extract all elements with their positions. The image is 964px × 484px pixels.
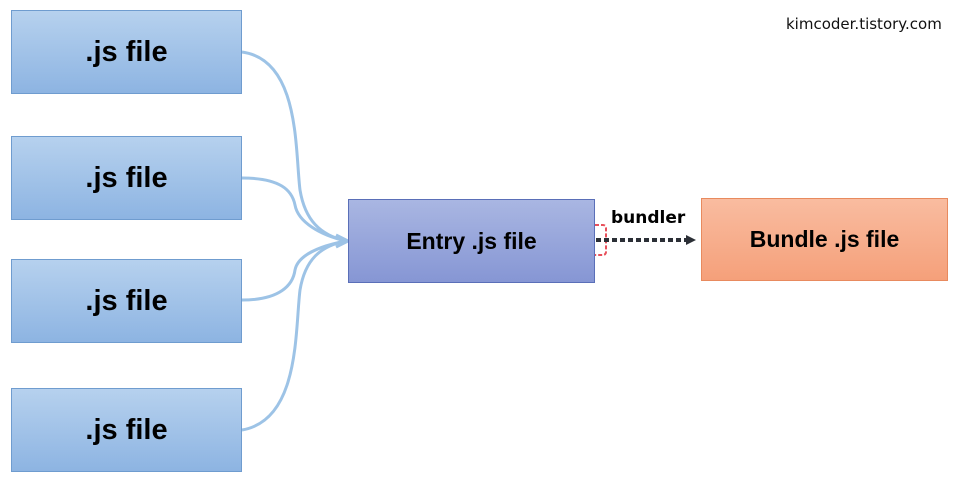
source-js-file-label: .js file bbox=[85, 413, 168, 446]
source-js-file-label: .js file bbox=[85, 161, 168, 194]
bundle-js-file-label: Bundle .js file bbox=[749, 226, 900, 252]
entry-js-file-box: Entry .js file bbox=[348, 199, 595, 283]
connector-src1-to-entry bbox=[241, 50, 347, 243]
source-js-file-2: .js file bbox=[11, 136, 242, 220]
source-js-file-3: .js file bbox=[11, 259, 242, 343]
source-js-file-label: .js file bbox=[85, 284, 168, 317]
source-js-file-1: .js file bbox=[11, 10, 242, 94]
source-js-file-label: .js file bbox=[85, 35, 168, 68]
connector-src2-to-entry bbox=[241, 176, 347, 243]
connector-src4-to-entry bbox=[241, 239, 347, 432]
entry-js-file-label: Entry .js file bbox=[406, 227, 537, 254]
watermark-text: kimcoder.tistory.com bbox=[786, 15, 942, 33]
connector-src3-to-entry bbox=[241, 239, 347, 302]
bundler-edge-label: bundler bbox=[611, 208, 686, 228]
bundle-js-file-box: Bundle .js file bbox=[701, 198, 948, 281]
source-js-file-4: .js file bbox=[11, 388, 242, 472]
